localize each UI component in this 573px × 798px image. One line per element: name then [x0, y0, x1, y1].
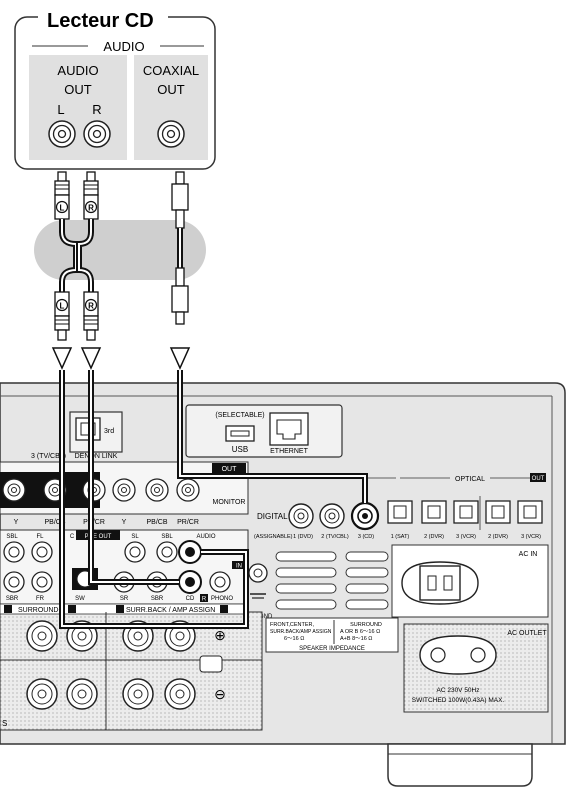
digital-label: DIGITAL	[257, 512, 288, 521]
cd-player: Lecteur CD AUDIO AUDIO OUT L R COAXIAL O…	[14, 6, 216, 170]
cd-coaxial-out-jack	[157, 120, 185, 148]
audio-out-r-label: R	[92, 102, 101, 117]
ac-rating-1: AC 230V 50Hz	[437, 687, 480, 694]
digital-coax-jack-3-cd[interactable]	[350, 501, 380, 531]
optical-output-2: 2 (DVR)	[488, 534, 508, 540]
optical-input-3: 3 (VCR)	[456, 534, 476, 540]
plug-r-bottom-mark: R	[88, 302, 94, 311]
digital-coax-jack-2[interactable]	[319, 503, 345, 529]
audio-out-label-2: OUT	[64, 82, 92, 97]
coaxial-out-label-1: COAXIAL	[143, 63, 199, 78]
rca-plug-r-bottom: R	[83, 291, 99, 341]
comp-label-pr2: PR/CR	[177, 519, 199, 526]
denon-link-label: DENON LINK	[75, 453, 118, 460]
optical-input-2: 2 (DVR)	[424, 534, 444, 540]
surround-b-label: SURROUND-B	[18, 607, 66, 614]
pre-label-sbl: SBL	[6, 534, 18, 540]
cd-input-label: CD	[186, 596, 195, 602]
optical-output-3: 3 (VCR)	[521, 534, 541, 540]
cd-audio-out-r-jack	[83, 120, 111, 148]
third-label: 3rd	[104, 428, 114, 435]
pre-label-sw: SW	[75, 596, 85, 602]
cable-routing	[59, 370, 368, 629]
ac-outlet-socket[interactable]	[419, 635, 497, 675]
comp-label-y1: Y	[14, 519, 19, 526]
impedance-surround: SURROUND	[350, 622, 382, 628]
pre-label-sr: SR	[120, 596, 129, 602]
pre-label-fr: FR	[36, 596, 45, 602]
audio-group-label: AUDIO	[103, 39, 144, 54]
pre-label-c: C	[70, 534, 75, 540]
audio-out-label-1: AUDIO	[57, 63, 98, 78]
ac-in-label: AC IN	[519, 551, 538, 558]
receiver-rear-panel: (SELECTABLE) USB ETHERNET 3rd DENON LINK…	[0, 382, 566, 787]
cd-audio-out-l-jack	[48, 120, 76, 148]
usb-label: USB	[232, 445, 248, 454]
ac-in-socket[interactable]	[401, 561, 479, 605]
vent-slots	[275, 551, 389, 610]
comp-label-y2: Y	[122, 519, 127, 526]
optical-ports	[387, 500, 543, 524]
monitor-out-badge: OUT	[222, 466, 238, 473]
speaker-impedance-label: SPEAKER IMPEDANCE	[299, 646, 365, 652]
impedance-front: FRONT,CENTER,	[270, 622, 314, 628]
assignable-label: (ASSIGNABLE)	[254, 534, 293, 540]
monitor-label: MONITOR	[213, 499, 246, 506]
audio-in-badge: IN	[236, 564, 242, 570]
digital-coax-jack-1[interactable]	[288, 503, 314, 529]
rca-plug-l-bottom: L	[54, 291, 70, 341]
arrow-coaxial	[169, 347, 191, 370]
comp-label-pb2: PB/CB	[146, 519, 167, 526]
cables: L R L R	[34, 171, 206, 370]
digital-input-3: 3 (CD)	[358, 534, 374, 540]
pre-label-sl: SL	[131, 534, 139, 540]
pre-out-jacks	[3, 541, 231, 593]
impedance-front-2: SURR.BACK/AMP ASSIGN	[270, 629, 332, 635]
audio-in-label: AUDIO	[196, 534, 215, 540]
cd-input-l-jack[interactable]	[178, 540, 202, 564]
optical-out-badge: OUT	[532, 476, 545, 482]
phono-label: PHONO	[211, 596, 233, 602]
plug-r-top-mark: R	[88, 204, 94, 213]
impedance-surround-3: A+B 8～16 Ω	[340, 636, 372, 642]
ethernet-label: ETHERNET	[270, 448, 308, 455]
pre-label-fl: FL	[36, 534, 44, 540]
audio-out-l-label: L	[57, 102, 64, 117]
impedance-surround-2: A OR B 6～16 Ω	[340, 629, 380, 635]
comp-label-pb1: PB/CB	[44, 519, 65, 526]
rca-plug-l-top: L	[54, 171, 70, 220]
optical-label: OPTICAL	[455, 476, 485, 483]
pre-out-badge: PRE OUT	[85, 534, 112, 540]
cd-input-r-marker: R	[202, 597, 207, 603]
cd-player-title: Lecteur CD	[47, 10, 154, 32]
arrow-audio-l	[51, 347, 73, 370]
pre-label-sbr2: SBR	[151, 596, 164, 602]
cd-input-r-jack[interactable]	[178, 570, 202, 594]
arrow-audio-r	[80, 347, 102, 370]
plus-sign: ⊕	[214, 627, 226, 643]
minus-sign: ⊖	[214, 686, 226, 702]
tv-cbl-top-label: 3 (TV/CBL)	[31, 453, 66, 460]
optical-input-1: 1 (SAT)	[391, 534, 410, 540]
s-label: S	[2, 719, 7, 728]
pre-label-sbr: SBR	[6, 596, 19, 602]
surr-back-label: SURR.BACK / AMP ASSIGN	[126, 607, 215, 614]
pre-label-sbl2: SBL	[161, 534, 173, 540]
ac-outlet-label: AC OUTLET	[507, 630, 547, 637]
plug-l-top-mark: L	[60, 204, 65, 213]
rca-plug-r-top: R	[83, 171, 99, 220]
plug-l-bottom-mark: L	[60, 302, 65, 311]
ac-rating-2: SWITCHED 100W(0.43A) MAX.	[412, 697, 505, 704]
impedance-front-3: 6～16 Ω	[284, 636, 304, 642]
digital-input-2: 2 (TV/CBL)	[321, 534, 349, 540]
coaxial-out-label-2: OUT	[157, 82, 185, 97]
coaxial-cable	[171, 171, 189, 325]
digital-input-1: 1 (DVD)	[293, 534, 313, 540]
usb-selectable-label: (SELECTABLE)	[215, 412, 264, 419]
